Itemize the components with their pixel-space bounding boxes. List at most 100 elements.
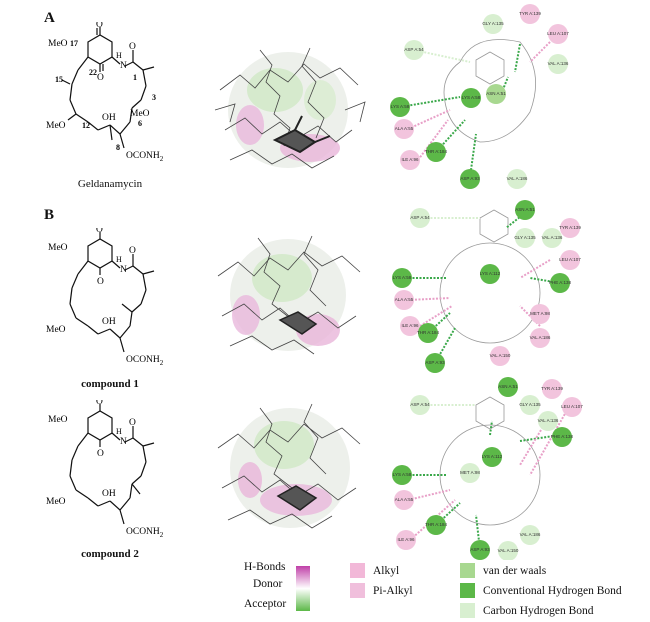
atom-label-17: 17 [70,39,78,48]
residue-label: THR A:184 [425,149,448,154]
atom-n: N [120,61,127,71]
atom-label-12: 12 [82,121,90,130]
atom-label-1: 1 [133,73,137,82]
atom-o-bottom: O [97,449,104,459]
residue-label: LYS A:58 [391,104,410,109]
residue-label: ALA A:55 [395,497,414,502]
atom-oh: OH [102,317,116,327]
atom-o-bottom: O [97,73,104,83]
atom-n: N [120,265,127,275]
structure-compound-2: MeO N H O O O MeO OH OCONH2 [46,400,164,539]
residue-label: PHE A:138 [549,280,572,285]
residue-label: LYS A:58 [393,275,412,280]
residue-label: VAL A:186 [520,532,541,537]
residue-label: VAL A:186 [507,176,528,181]
residue-label: ASN A:51 [486,91,506,96]
atom-meo-6: MeO [130,109,150,119]
residue-label: TYR A:139 [559,225,581,230]
caption-compound-1: compound 1 [81,378,139,390]
atom-o-top: O [96,228,103,235]
atom-label-15: 15 [55,75,63,84]
atom-o-amide: O [129,42,136,52]
atom-carbamate: OCONH2 [126,355,164,367]
residue-label: GLY A:135 [519,402,541,407]
atom-o-amide: O [129,246,136,256]
caption-compound-2: compound 2 [81,548,139,560]
atom-meo-top: MeO [48,243,68,253]
legend-hbonds-title: H-Bonds [244,561,286,573]
atom-meo-mid: MeO [46,325,66,335]
residue-label: LYS A:58 [393,472,412,477]
residue-label: PHE A:138 [551,434,574,439]
atom-carbamate: OCONH2 [126,527,164,539]
atom-label-8: 8 [116,143,120,152]
atom-meo-17: MeO [48,39,68,49]
panel-label-b: B [44,207,55,223]
interaction-diagram-c: ASP A:54 ASN A:51 GLY A:135 TYR A:139 LE… [392,377,583,560]
structure-compound-1: MeO N H O O O MeO OH OCONH2 [46,228,164,367]
atom-h: H [116,427,122,436]
legend-swatch [460,603,475,618]
legend-item-conventional-hbond: Conventional Hydrogen Bond [460,583,622,598]
legend-item-carbon-hbond: Carbon Hydrogen Bond [460,603,594,618]
residue-label: TYR A:139 [541,386,563,391]
atom-n: N [120,437,127,447]
legend-swatch [460,563,475,578]
atom-meo-mid: MeO [46,497,66,507]
residue-label: THR A:184 [425,522,448,527]
residue-label: ALA A:55 [395,297,414,302]
legend-swatch [460,583,475,598]
residue-label: VAL A:136 [542,235,563,240]
atom-label-22: 22 [89,68,97,77]
residue-label: ASP A:93 [470,547,490,552]
residue-label: LYS A:58 [462,95,481,100]
interaction-diagram-b: ASP A:54 ASN A:51 GLY A:135 VAL A:136 TY… [392,200,581,373]
residue-label: LEU A:107 [559,257,581,262]
residue-label: GLY A:135 [514,235,536,240]
legend-swatch [350,563,365,578]
panel-label-a: A [44,10,55,26]
residue-label: ASN A:51 [515,207,535,212]
residue-label: ASP A:54 [410,215,430,220]
atom-meo-top: MeO [48,415,68,425]
atom-h: H [116,255,122,264]
legend-hbond-gradient [296,566,310,611]
residue-label: LYS A:112 [480,271,501,276]
caption-geldanamycin: Geldanamycin [77,178,143,190]
atom-o-top: O [96,22,103,30]
residue-label: ILE A:96 [397,537,415,542]
residue-label: THR A:184 [417,330,440,335]
residue-label: ASN A:51 [498,384,518,389]
atom-o-amide: O [129,418,136,428]
residue-label: ASP A:93 [460,176,480,181]
residue-label: LEU A:107 [547,31,569,36]
atom-label-6: 6 [138,119,142,128]
residue-label: LEU A:107 [561,404,583,409]
interaction-diagram-a: ASP A:54 GLY A:135 TYR A:139 LEU A:107 V… [390,4,569,189]
residue-label: ILE A:96 [401,157,419,162]
atom-o-top: O [96,400,103,407]
residue-label: TYR A:139 [519,11,541,16]
residue-label: ASP A:93 [425,360,445,365]
residue-label: VAL A:136 [548,61,569,66]
residue-label: VAL A:186 [530,335,551,340]
residue-label: MET A:98 [460,470,480,475]
residue-label: LYS A:112 [482,454,503,459]
atom-oh: OH [102,489,116,499]
legend-item-van-der-waals: van der waals [460,563,546,578]
residue-label: MET A:98 [530,311,550,316]
residue-label: VAL A:150 [498,548,519,553]
legend-swatch [350,583,365,598]
residue-label: ILE A:96 [401,323,419,328]
atom-meo-12: MeO [46,121,66,131]
legend-acceptor: Acceptor [244,598,287,610]
residue-label: ASP A:54 [410,402,430,407]
residue-label: ALA A:55 [395,126,414,131]
structure-geldanamycin: MeO 17 15 22 1 3 MeO 12 OH MeO 6 8 OCONH… [46,22,164,163]
residue-label: VAL A:150 [490,353,511,358]
docking-surface-b [217,235,361,355]
docking-surface-c [217,403,361,529]
legend-donor: Donor [253,578,283,590]
atom-oh: OH [102,113,116,123]
